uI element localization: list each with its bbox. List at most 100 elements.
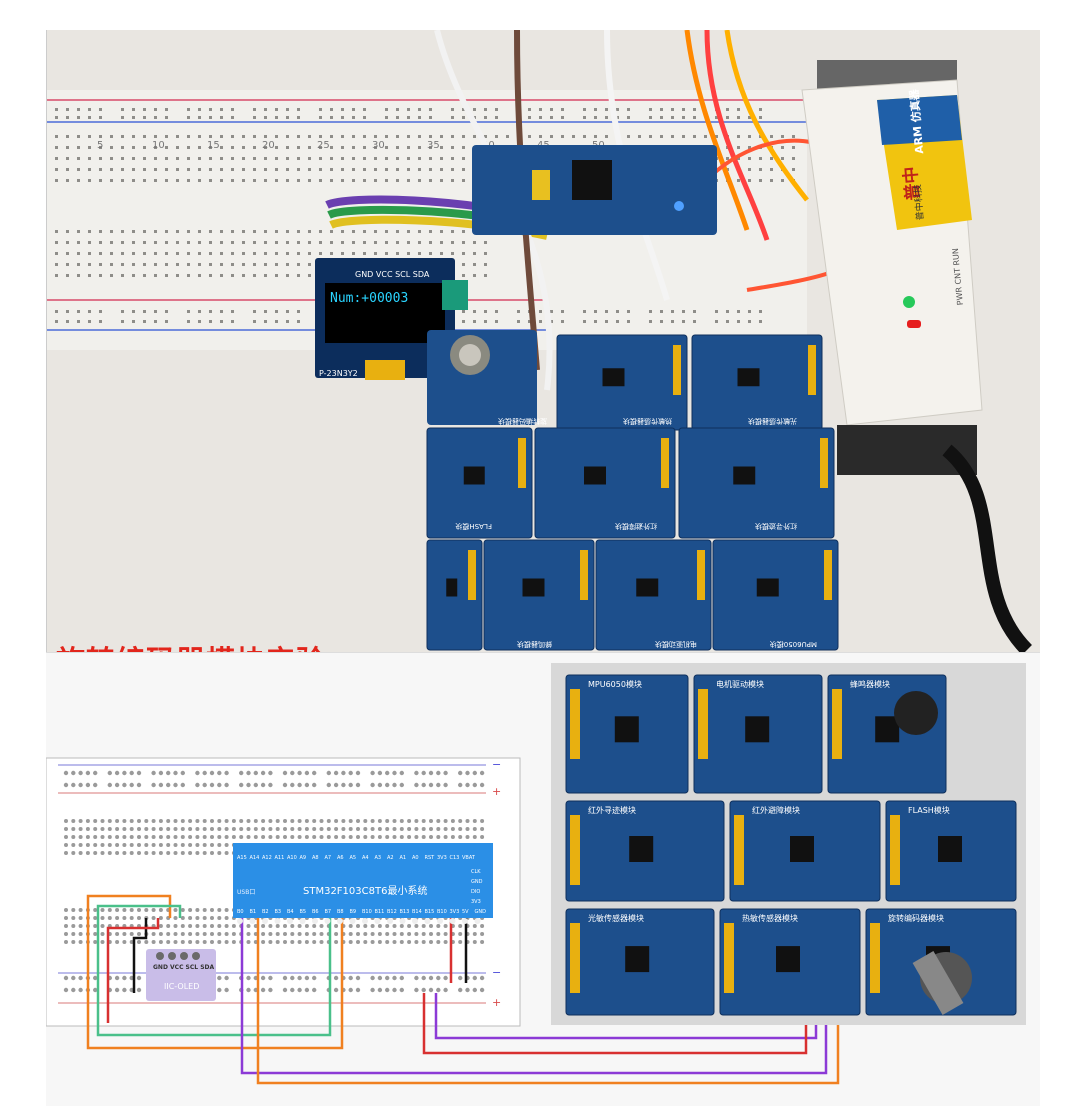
svg-text:−: − bbox=[492, 966, 501, 979]
mcu-top-pin: 3V3 bbox=[437, 855, 447, 861]
photo-module-label: 电机驱动模块 bbox=[655, 640, 697, 649]
mcu-bottom-pin: B14 bbox=[412, 909, 422, 915]
mcu-top-pin: A10 bbox=[287, 855, 297, 861]
photo-module-label: 蜂鸣器模块 bbox=[517, 640, 552, 649]
breadboard-number: 30 bbox=[372, 140, 385, 151]
mcu-top-pin: A0 bbox=[412, 855, 419, 861]
photo-module-label: FLASH模块 bbox=[455, 522, 492, 531]
mcu-bottom-pin: B4 bbox=[287, 909, 294, 915]
diagram-module: FLASH模块 bbox=[885, 800, 1017, 902]
photo-module bbox=[556, 334, 688, 431]
photo-module bbox=[483, 539, 595, 651]
mcu-bottom-pin: B15 bbox=[425, 909, 435, 915]
debugger-name: ARM 仿真器 bbox=[907, 88, 927, 155]
arm-debugger: 普中 普中科技 ARM 仿真器 PWR CNT RUN bbox=[801, 60, 1033, 652]
mcu-top-pin: A5 bbox=[350, 855, 357, 861]
mcu-bottom-pin: B9 bbox=[350, 909, 357, 915]
mcu-bottom-pin: B7 bbox=[325, 909, 332, 915]
svg-text:+: + bbox=[492, 785, 501, 798]
mcu-bottom-pin: B0 bbox=[237, 909, 244, 915]
mcu-side-pin: CLK bbox=[471, 869, 481, 875]
debugger-subtitle: 普中科技 bbox=[911, 184, 926, 221]
mcu-top-pin: A11 bbox=[275, 855, 285, 861]
diagram-module-label: 蜂鸣器模块 bbox=[850, 679, 890, 689]
diagram-module-label: MPU6050模块 bbox=[588, 679, 642, 689]
diagram-oled-label: IIC-OLED bbox=[164, 982, 199, 991]
photo-module bbox=[426, 539, 483, 651]
diagram-module-label: 旋转编码器模块 bbox=[888, 913, 944, 923]
diagram-module-label: 红外避障模块 bbox=[752, 805, 800, 815]
mcu-bottom-pin: 3V3 bbox=[450, 909, 460, 915]
breadboard-number: 15 bbox=[207, 140, 220, 151]
photo-module-label: 旋转编码器模块 bbox=[498, 417, 547, 426]
mcu-top-pin: A6 bbox=[337, 855, 344, 861]
mcu-bottom-pin: B11 bbox=[375, 909, 385, 915]
breadboard-number: 35 bbox=[427, 140, 440, 151]
diagram-module-label: 热敏传感器模块 bbox=[742, 913, 798, 923]
mcu-board bbox=[233, 843, 493, 918]
photo-module-label: 红外寻迹模块 bbox=[755, 522, 797, 531]
breadboard-number: 20 bbox=[262, 140, 275, 151]
diagram-module: MPU6050模块 bbox=[565, 674, 689, 794]
diagram-module-label: 电机驱动模块 bbox=[716, 679, 764, 689]
photo-module bbox=[595, 539, 712, 651]
mcu-top-pin: A14 bbox=[250, 855, 260, 861]
breadboard-number: 25 bbox=[317, 140, 330, 151]
photo-module-label: MPU6050模块 bbox=[770, 640, 817, 649]
mcu-bottom-pin: B10 bbox=[362, 909, 372, 915]
mcu-top-pin: C13 bbox=[450, 855, 460, 861]
mcu-side-pin: GND bbox=[471, 879, 483, 885]
mcu-top-pin: A3 bbox=[375, 855, 382, 861]
mcu-top-pin: A15 bbox=[237, 855, 247, 861]
mcu-bottom-pin: B5 bbox=[300, 909, 307, 915]
diagram-module: 热敏传感器模块 bbox=[719, 908, 861, 1016]
diagram-module: 电机驱动模块 bbox=[693, 674, 823, 794]
mcu-bottom-pin: B13 bbox=[400, 909, 410, 915]
oled-pin-labels: GND VCC SCL SDA bbox=[355, 270, 430, 279]
mcu-bottom-pin: B8 bbox=[337, 909, 344, 915]
diagram-module: 光敏传感器模块 bbox=[565, 908, 715, 1016]
photo-module-label: 红外避障模块 bbox=[615, 522, 657, 531]
diagram-oled bbox=[146, 949, 216, 1001]
mcu-side-pin: 3V3 bbox=[471, 899, 481, 905]
diagram-module: 红外避障模块 bbox=[729, 800, 881, 902]
mcu-usb: USB口 bbox=[237, 889, 255, 896]
mcu-top-pin: A2 bbox=[387, 855, 394, 861]
diagram-module-label: FLASH模块 bbox=[908, 805, 950, 815]
svg-text:+: + bbox=[492, 996, 501, 1009]
photo-module bbox=[426, 427, 533, 539]
mcu-bottom-pin: B2 bbox=[262, 909, 269, 915]
hardware-photo: 5101520253035404550 GND VCC SCL SDA bbox=[46, 30, 1040, 652]
svg-text:−: − bbox=[492, 758, 501, 771]
photo-drawing: 5101520253035404550 GND VCC SCL SDA bbox=[47, 30, 1033, 652]
diagram-oled-pins: GND VCC SCL SDA bbox=[153, 964, 214, 971]
mcu-top-pin: A12 bbox=[262, 855, 272, 861]
diagram-module-label: 红外寻迹模块 bbox=[588, 805, 636, 815]
photo-module bbox=[712, 539, 839, 651]
breadboard-number: 5 bbox=[97, 140, 103, 151]
mcu-bottom-pin: B3 bbox=[275, 909, 282, 915]
mcu-top-pin: VBAT bbox=[462, 855, 476, 861]
photo-module bbox=[678, 427, 835, 539]
mcu-bottom-pin: B1 bbox=[250, 909, 257, 915]
mcu-top-pin: A4 bbox=[362, 855, 369, 861]
photo-module bbox=[534, 427, 676, 539]
mcu-top-pin: A9 bbox=[300, 855, 307, 861]
diagram-module: 蜂鸣器模块 bbox=[827, 674, 947, 794]
photo-module bbox=[691, 334, 823, 431]
diagram-module-label: 光敏传感器模块 bbox=[588, 913, 644, 923]
oled-part-label: P-23N3Y2 bbox=[319, 369, 358, 378]
mcu-top-pin: A8 bbox=[312, 855, 319, 861]
mcu-side-pin: DIO bbox=[471, 889, 480, 895]
mcu-top-pin: RST bbox=[425, 855, 436, 861]
mcu-bottom-pin: GND bbox=[475, 909, 487, 915]
photo-module-label: 光敏传感器模块 bbox=[748, 417, 797, 426]
mcu-top-pin: A7 bbox=[325, 855, 332, 861]
mcu-bottom-pin: 5V bbox=[462, 909, 469, 915]
mcu-bottom-pin: B12 bbox=[387, 909, 397, 915]
mcu-top-pin: A1 bbox=[400, 855, 407, 861]
photo-module-label: 热敏传感器模块 bbox=[623, 417, 672, 426]
